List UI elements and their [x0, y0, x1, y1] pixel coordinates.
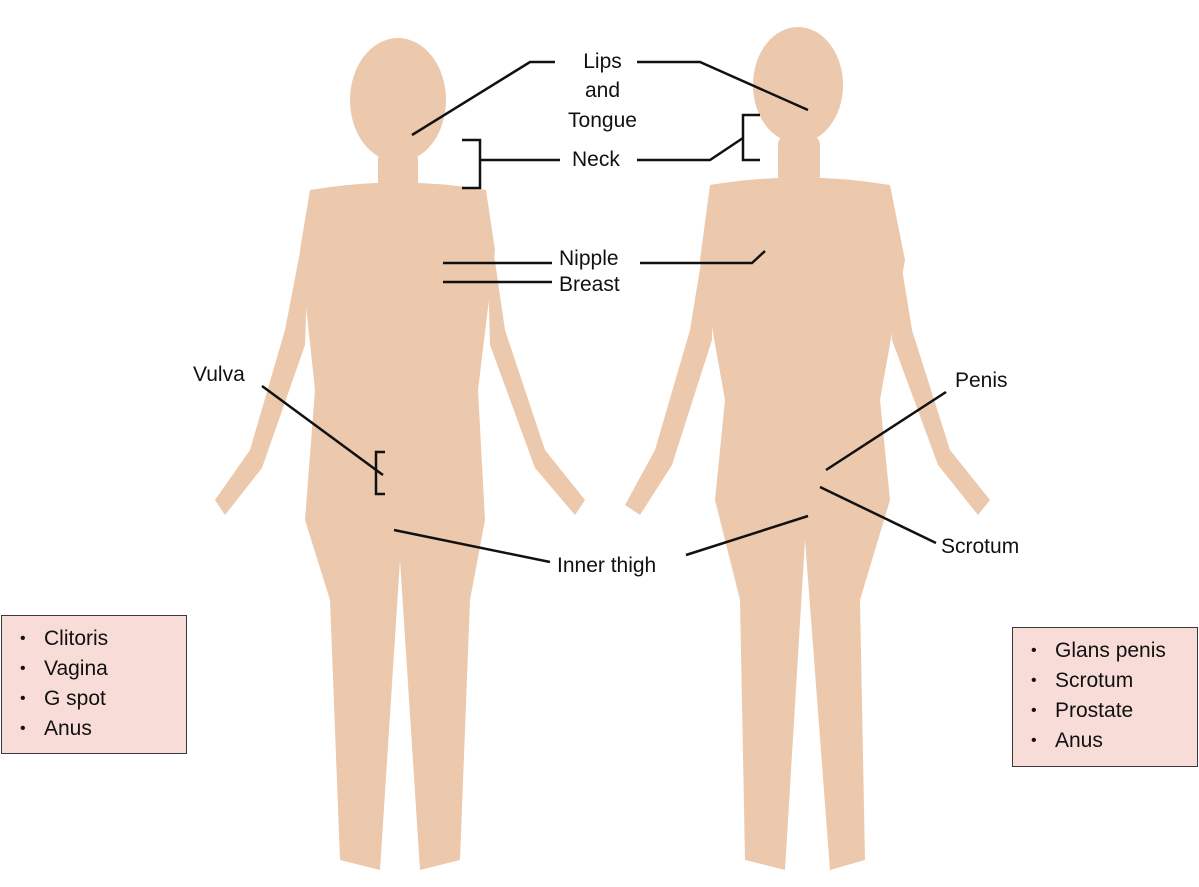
vulva-leader: [261, 384, 384, 477]
neck-right-leader: [637, 136, 744, 162]
label-lips-tongue: Lips and Tongue: [555, 47, 650, 135]
scrotum-leader: [819, 485, 937, 545]
label-penis: Penis: [955, 369, 1008, 392]
nipple-right-leader: [640, 250, 766, 265]
neck-right-bracket: [741, 113, 760, 162]
penis-leader: [825, 390, 947, 472]
list-item: Vagina: [16, 654, 174, 684]
lips-right-leader: [637, 60, 809, 112]
male-info-box: Glans penis Scrotum Prostate Anus: [1012, 627, 1198, 767]
label-scrotum: Scrotum: [941, 535, 1020, 558]
label-neck: Neck: [572, 148, 620, 171]
male-info-list: Glans penis Scrotum Prostate Anus: [1027, 636, 1185, 756]
list-item: Anus: [16, 714, 174, 744]
label-lips: Lips: [583, 50, 622, 73]
list-item: Glans penis: [1027, 636, 1185, 666]
label-lips-and: and: [584, 79, 621, 103]
lips-left-leader: [411, 60, 555, 137]
list-item: Prostate: [1027, 696, 1185, 726]
list-item: Clitoris: [16, 624, 174, 654]
label-tongue: Tongue: [568, 108, 637, 132]
inner-thigh-left-leader: [393, 528, 551, 564]
label-breast: Breast: [559, 273, 620, 296]
list-item: G spot: [16, 684, 174, 714]
inner-thigh-right-leader: [685, 514, 809, 557]
female-info-box: Clitoris Vagina G spot Anus: [1, 615, 187, 754]
female-info-list: Clitoris Vagina G spot Anus: [16, 624, 174, 744]
neck-left-bracket: [462, 138, 482, 190]
list-item: Anus: [1027, 726, 1185, 756]
right-figure-silhouette: [625, 27, 990, 870]
vulva-bracket: [374, 450, 385, 496]
left-figure-silhouette: [215, 38, 585, 870]
label-inner-thigh: Inner thigh: [557, 554, 657, 577]
leader-lines: [261, 60, 947, 564]
label-vulva: Vulva: [193, 363, 245, 386]
list-item: Scrotum: [1027, 666, 1185, 696]
label-nipple: Nipple: [559, 247, 619, 270]
